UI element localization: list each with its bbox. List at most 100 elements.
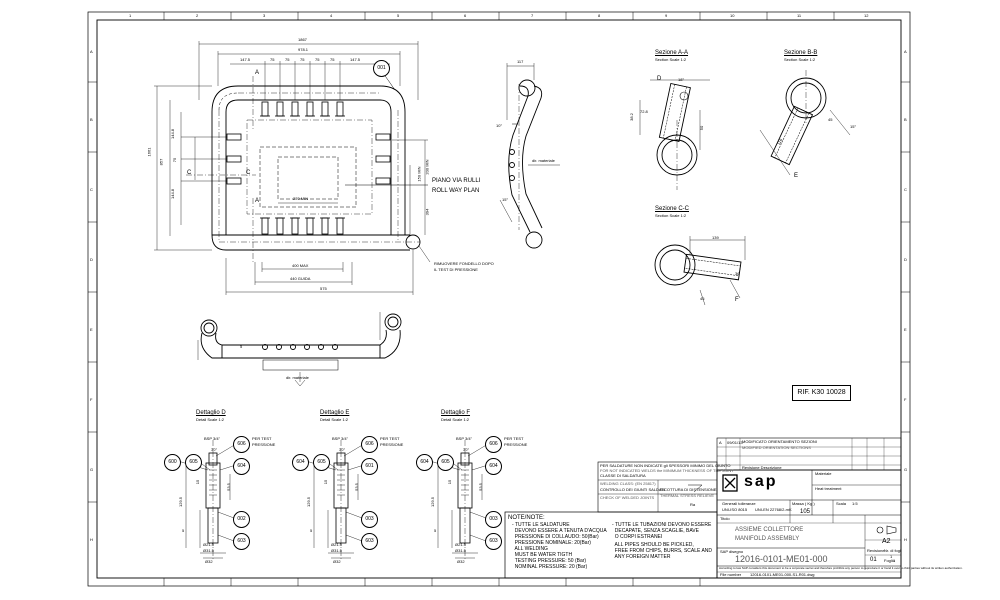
drawing-no: 12016-0101-ME01-000 xyxy=(735,554,828,564)
row-label: F xyxy=(904,397,907,402)
roll-way-label-it: PIANO VIA RULLI xyxy=(432,178,481,184)
row-label: B xyxy=(904,117,907,122)
column-label: 11 xyxy=(797,13,802,18)
column-label: 5 xyxy=(397,13,400,18)
column-label: 2 xyxy=(196,13,199,18)
column-label: 1 xyxy=(129,13,132,18)
file-label: File number xyxy=(720,572,742,577)
section-dim: 139 xyxy=(712,235,719,240)
detail-e-pressione: PRESSIONE xyxy=(380,442,404,447)
detail-f-dim: Ø31.5 xyxy=(455,548,466,553)
side-dim-angle: 10° xyxy=(496,123,503,128)
title-en: MANIFOLD ASSEMBLY xyxy=(735,536,800,542)
dim-height-a: 144.8 xyxy=(170,128,176,140)
tolerance-value: UNI-ISO 8015 xyxy=(722,507,748,512)
dim-height-b: 75 xyxy=(172,157,178,163)
detail-d-dim: 5 xyxy=(182,528,185,533)
detail-d-per-test: PER TEST xyxy=(252,436,272,441)
detail-d-angle: 30° xyxy=(211,447,218,452)
detail-e-dim: 15 xyxy=(323,479,329,485)
dim-right: 200 MIN xyxy=(424,159,430,175)
notes-it-left: - TUTTE LE SALDATURE DEVONO ESSERE A TEN… xyxy=(512,522,607,546)
section-a-title: Sezione A-A xyxy=(655,50,689,56)
section-c-subtitle: Section Scale 1:2 xyxy=(655,213,687,218)
column-label: 3 xyxy=(263,13,266,18)
section-dim: 72.8 xyxy=(640,109,648,114)
detail-e-dim: 53.5 xyxy=(353,483,359,491)
detail-e-bsp: BSP 3/4" xyxy=(332,436,349,441)
sheet-label: Foglio xyxy=(884,558,895,563)
dim-pitch: 75 xyxy=(315,57,320,62)
detail-d-title: Dettaglio D xyxy=(196,410,226,416)
balloon: 606 xyxy=(485,436,502,453)
balloon: 003 xyxy=(485,511,502,528)
detail-f-dim: Ø32 xyxy=(457,559,465,564)
section-dim: 45 xyxy=(828,117,833,122)
mass-label: Massa ( Kg ) xyxy=(792,501,815,506)
detail-d-dim: Ø31.5 xyxy=(203,548,214,553)
column-label: 7 xyxy=(531,13,534,18)
dim-right: 150 MIN xyxy=(416,166,422,182)
notes-en-right: ALL PIPES SHOULD BE PICKLED, FREE FROM C… xyxy=(614,542,713,560)
section-dim: 18° xyxy=(678,77,685,82)
revision-date: 09/01/13 xyxy=(727,440,743,445)
row-label: C xyxy=(904,187,907,192)
section-b-subtitle: Section Scale 1:2 xyxy=(784,57,816,62)
detail-e-dim: Ø32 xyxy=(333,559,341,564)
balloon: 604 xyxy=(485,458,502,475)
main-top-view xyxy=(211,85,421,251)
detail-e xyxy=(313,440,359,560)
detail-e-dim: 5 xyxy=(310,528,313,533)
weld-line: CLASSE DI SALDATURA xyxy=(600,473,646,478)
dim-right: 394 xyxy=(424,208,430,216)
dim-max: 400 MAX xyxy=(292,263,309,268)
column-label: 9 xyxy=(665,13,668,18)
column-label: 6 xyxy=(464,13,467,18)
title-label: Titolo xyxy=(720,516,730,521)
material-label: Materiale xyxy=(815,471,832,476)
side-view xyxy=(499,63,560,249)
row-label: D xyxy=(90,257,93,262)
balloon: 003 xyxy=(361,511,378,528)
sheets-label: Nr. di fogli xyxy=(884,548,902,553)
dim-bottom: 575 xyxy=(320,286,327,291)
balloon: 605 xyxy=(313,454,330,471)
dim-pitch: 75 xyxy=(285,57,290,62)
revision-letter: A xyxy=(719,440,722,445)
detail-f-bsp: BSP 3/4" xyxy=(456,436,473,441)
detail-f-pressione: PRESSIONE xyxy=(504,442,528,447)
file-name: 12016-0101-ME01-000-S1-R01.dwg xyxy=(750,572,815,577)
inner-border xyxy=(96,19,902,579)
balloon: 605 xyxy=(437,454,454,471)
mass-value: 105 xyxy=(800,509,811,515)
row-label: C xyxy=(90,187,93,192)
detail-d-dim: 15 xyxy=(195,479,201,485)
dim-pitch: 75 xyxy=(330,57,335,62)
balloon: 600 xyxy=(164,454,181,471)
section-dim: 15° xyxy=(850,124,857,129)
section-a-subtitle: Section Scale 1:2 xyxy=(655,57,687,62)
row-label: H xyxy=(904,537,907,542)
detail-d-dim: 129.5 xyxy=(178,496,184,508)
section-a-a xyxy=(639,79,710,190)
detail-f-dim: 15 xyxy=(447,479,453,485)
notes-it-right: - TUTTE LE TUBAZIONI DEVONO ESSERE DECAP… xyxy=(612,522,712,540)
detail-d-bsp: BSP 3/4" xyxy=(204,436,221,441)
row-label: G xyxy=(90,467,94,472)
reference-box: RIF. K30 10028 xyxy=(792,385,851,401)
section-mark-b: A xyxy=(255,70,260,76)
row-label: G xyxy=(904,467,908,472)
revision-value: 01 xyxy=(870,557,877,563)
column-label: 10 xyxy=(730,13,735,18)
weld-line: CHECK OF WELDED JOINTS xyxy=(600,495,655,500)
detail-d-dim: 53.5 xyxy=(225,483,231,491)
weld-line: WELDING CLASS: (EN 25817) xyxy=(600,481,656,486)
detail-e-angle: 30° xyxy=(339,447,346,452)
remove-note-1: RIMUOVERE FONDELLO DOPO xyxy=(434,261,494,266)
scale-label: Scala xyxy=(836,501,847,506)
main-view-dimensions xyxy=(154,41,431,295)
detail-f-per-test: PER TEST xyxy=(504,436,524,441)
row-label: A xyxy=(904,49,907,54)
row-label: F xyxy=(90,397,93,402)
